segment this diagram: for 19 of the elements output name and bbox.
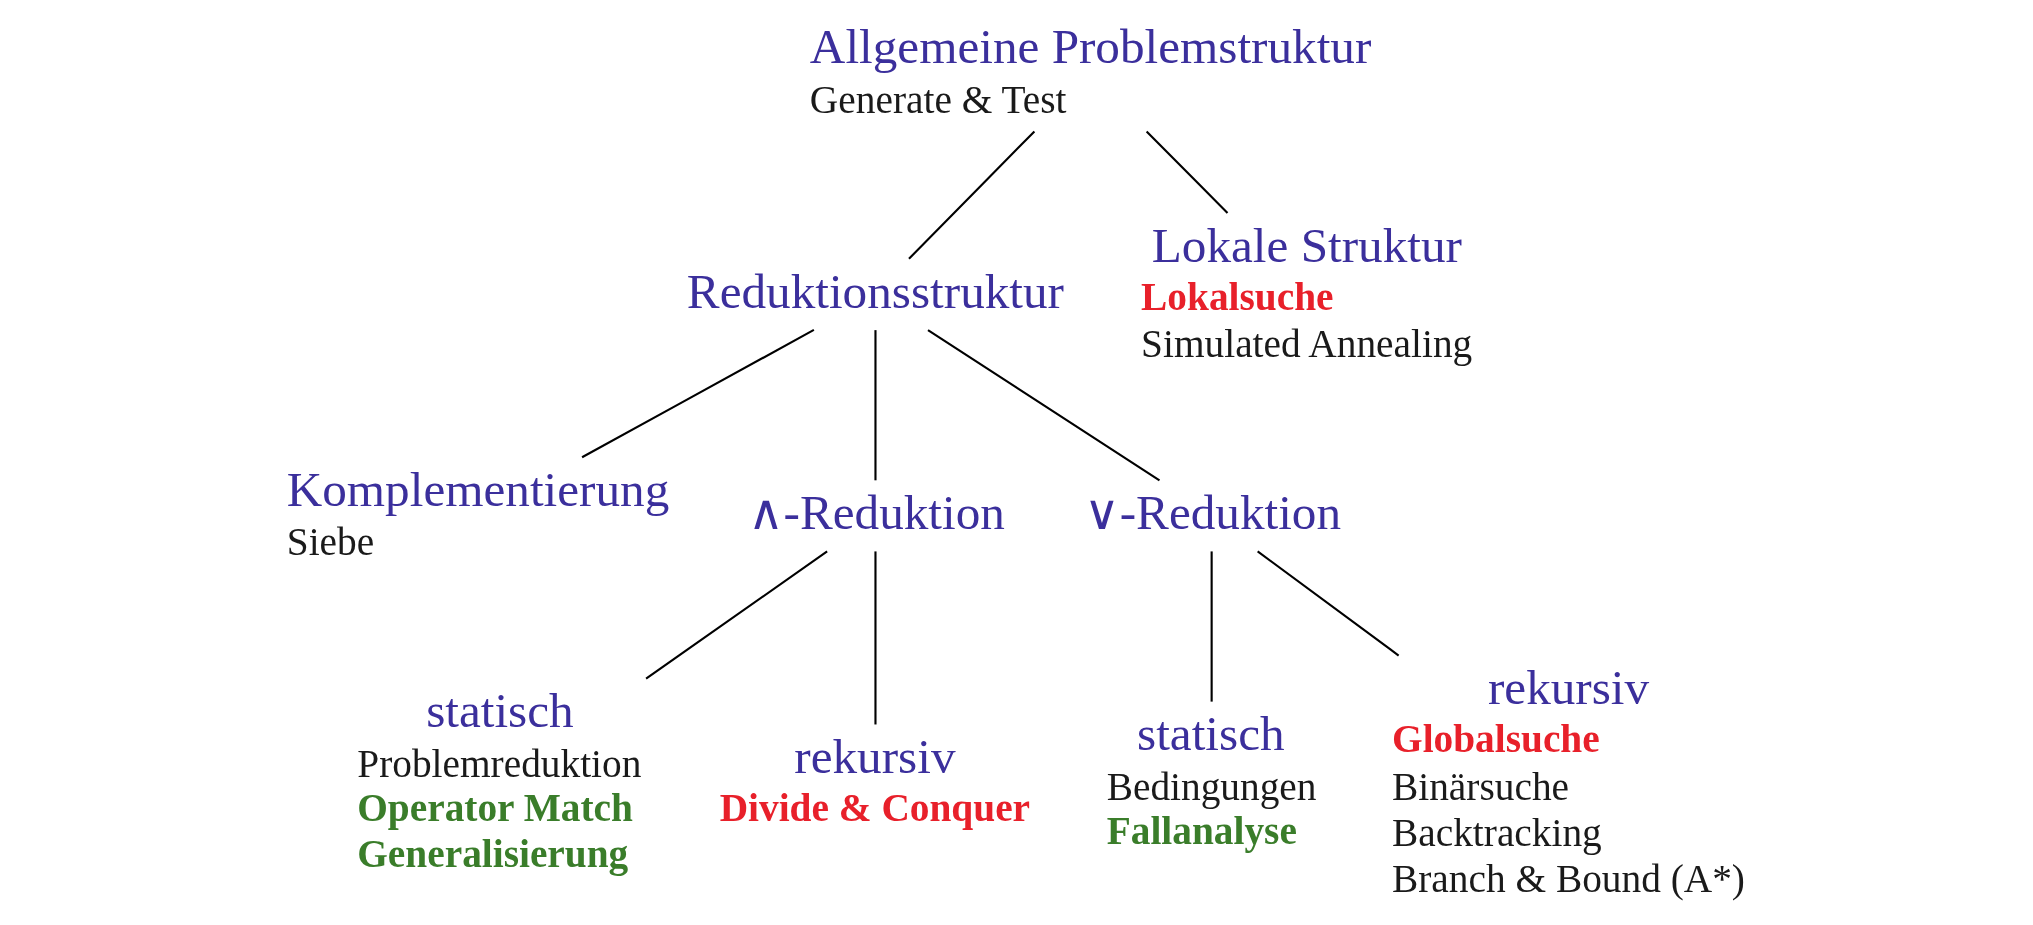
connector: [1145, 130, 1229, 214]
connector: [1257, 550, 1400, 657]
node-text: rekursiv Divide & Conquer: [719, 729, 1031, 831]
node-text: statisch Problemreduktion Operator Match Generalisierung: [357, 683, 642, 877]
connector: [645, 550, 828, 680]
connector: [581, 328, 815, 459]
connector: [874, 330, 877, 481]
node-text: Reduktionsstruktur: [686, 263, 1064, 319]
node-text: statisch Bedingungen Fallanalyse: [1106, 706, 1317, 854]
connector: [908, 130, 1036, 260]
node-text: Komplementierung Siebe: [286, 461, 670, 565]
node-text: Lokale Struktur Lokalsuche Simulated Annealing: [1141, 217, 1473, 367]
node-text: ∧-Reduktion: [747, 484, 1005, 540]
node-text: rekursiv Globalsuche Binärsuche Backtracking Branch & Bound (A*): [1392, 660, 1745, 901]
connector: [1210, 551, 1213, 702]
connector: [874, 551, 877, 725]
node-text: ∨-Reduktion: [1083, 484, 1342, 540]
connector: [927, 329, 1161, 482]
node-text: Allgemeine Problemstruktur Generate & Test: [809, 19, 1372, 122]
